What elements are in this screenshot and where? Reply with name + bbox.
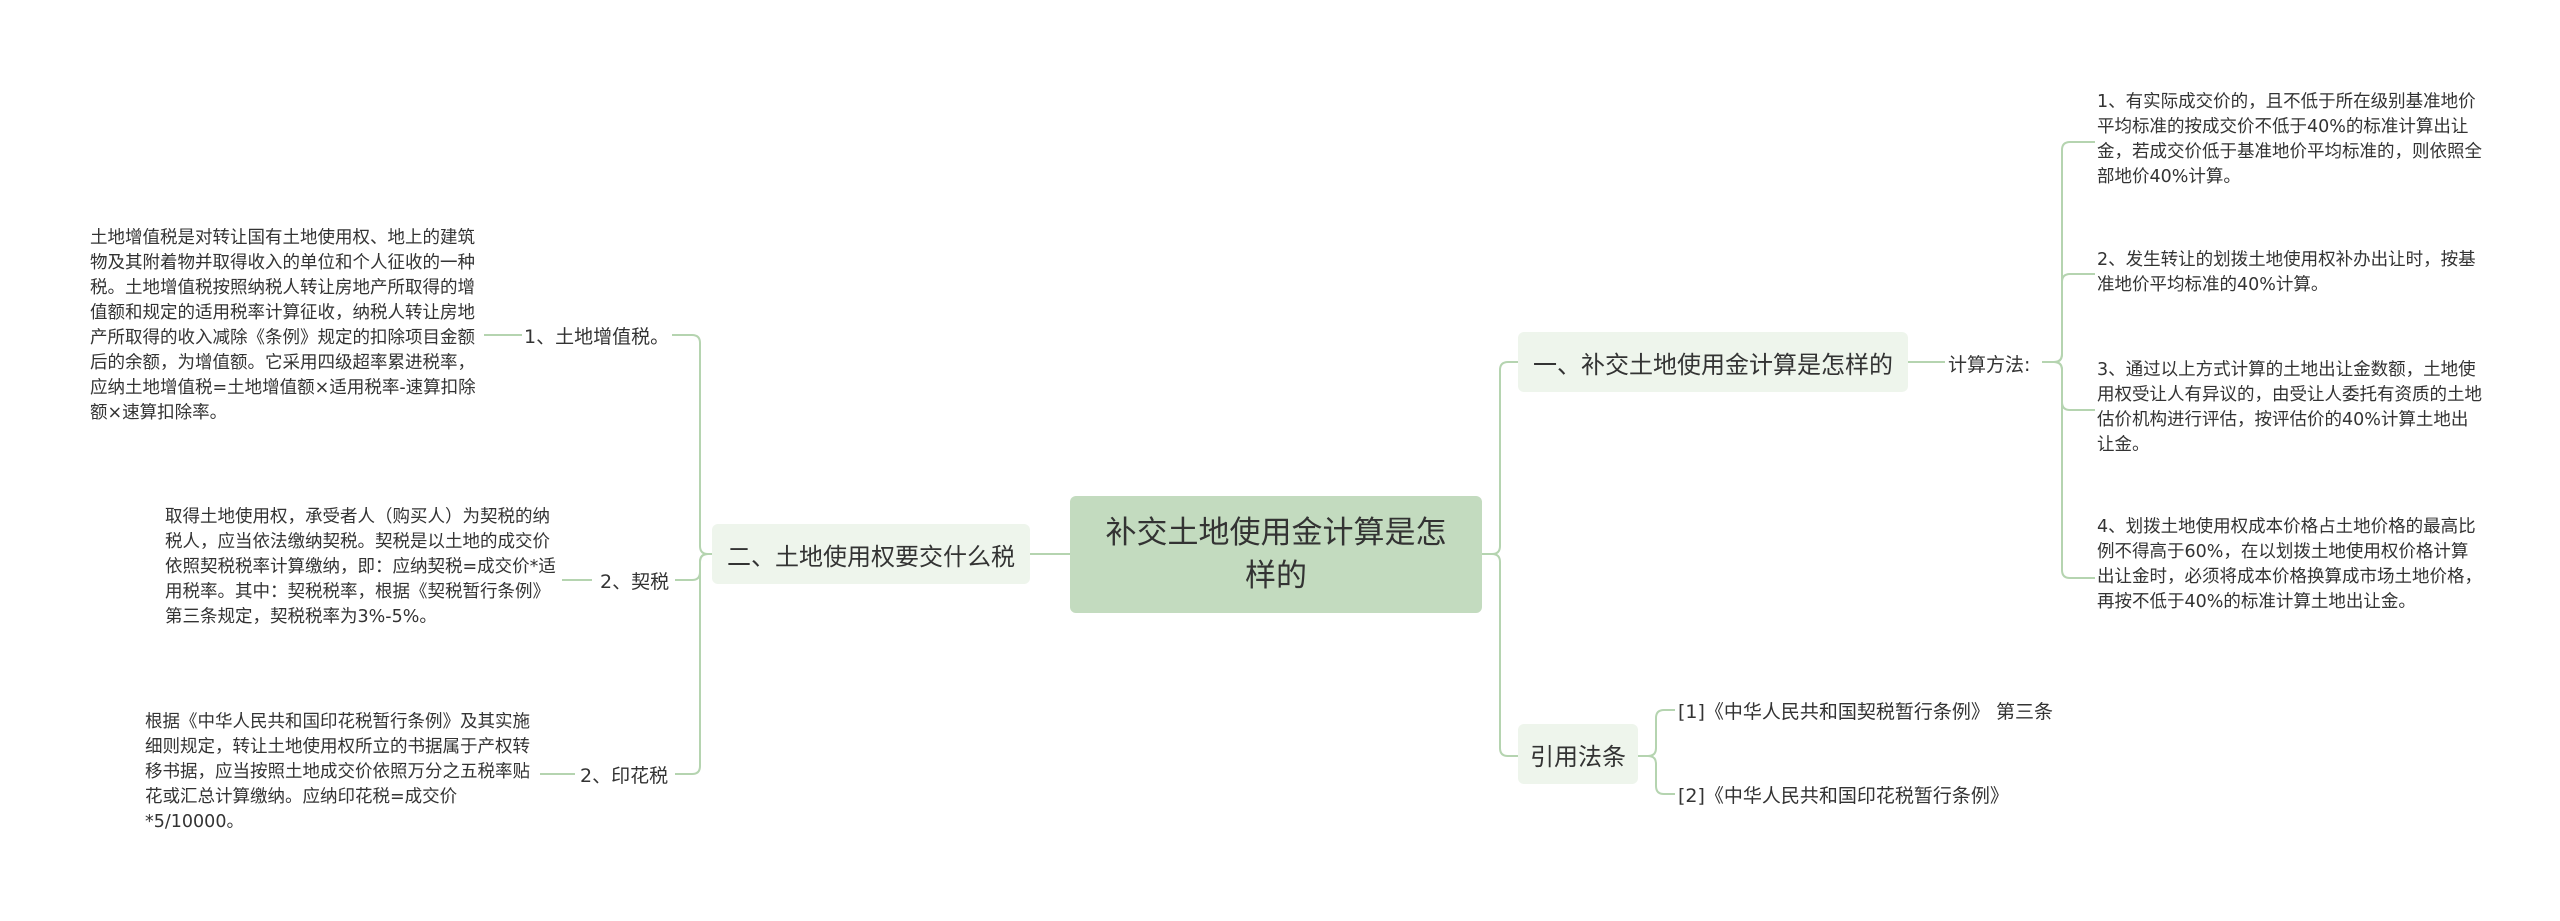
subtopic-land-value-tax-text: 1、土地增值税。 [524,326,670,348]
root-topic[interactable]: 补交土地使用金计算是怎样的 [1070,496,1482,613]
leaf-method-3-text: 3、通过以上方式计算的土地出让金数额，土地使用权受让人有异议的，由受让人委托有资… [2097,360,2482,455]
root-topic-text: 补交土地使用金计算是怎样的 [1105,514,1447,594]
leaf-reference-2-text: [2]《中华人民共和国印花税暂行条例》 [1678,785,2009,807]
branch-topic-references-text: 引用法条 [1530,742,1626,771]
leaf-method-2-text: 2、发生转让的划拨土地使用权补办出让时，按基准地价平均标准的40%计算。 [2097,250,2476,295]
leaf-reference-1[interactable]: [1]《中华人民共和国契税暂行条例》 第三条 [1678,697,2053,724]
leaf-land-value-tax[interactable]: 土地增值税是对转让国有土地使用权、地上的建筑物及其附着物并取得收入的单位和个人征… [90,226,482,426]
edge-method-item2 [2042,273,2095,363]
leaf-method-1-text: 1、有实际成交价的，且不低于所在级别基准地价平均标准的按成交价不低于40%的标准… [2097,92,2482,187]
edge-method-item3 [2042,361,2095,411]
branch-topic-land-fee-text: 一、补交土地使用金计算是怎样的 [1533,350,1893,379]
leaf-reference-2[interactable]: [2]《中华人民共和国印花税暂行条例》 [1678,781,2009,808]
edge-branch2-ref2 [1638,755,1675,795]
branch-topic-land-fee[interactable]: 一、补交土地使用金计算是怎样的 [1518,332,1908,392]
branch-topic-land-tax-text: 二、土地使用权要交什么税 [727,542,1015,571]
edge-left-sub2 [675,553,712,581]
leaf-land-value-tax-text: 土地增值税是对转让国有土地使用权、地上的建筑物及其附着物并取得收入的单位和个人征… [90,228,476,423]
edge-left-sub3 [675,553,712,775]
subtopic-stamp-tax[interactable]: 2、印花税 [580,761,668,788]
subtopic-stamp-tax-text: 2、印花税 [580,765,669,787]
subtopic-calc-method[interactable]: 计算方法: [1948,350,2030,377]
leaf-method-3[interactable]: 3、通过以上方式计算的土地出让金数额，土地使用权受让人有异议的，由受让人委托有资… [2097,358,2482,458]
subtopic-deed-tax-text: 2、契税 [600,571,670,593]
edge-method-item1 [2042,141,2095,363]
leaf-deed-tax-text: 取得土地使用权，承受者人（购买人）为契税的纳税人，应当依法缴纳契税。契税是以土地… [165,507,556,627]
subtopic-deed-tax[interactable]: 2、契税 [600,567,669,594]
edge-root-branch2 [1482,553,1518,757]
leaf-stamp-tax[interactable]: 根据《中华人民共和国印花税暂行条例》及其实施细则规定，转让土地使用权所立的书据属… [145,710,537,835]
leaf-method-2[interactable]: 2、发生转让的划拨土地使用权补办出让时，按基准地价平均标准的40%计算。 [2097,248,2482,298]
leaf-method-4[interactable]: 4、划拨土地使用权成本价格占土地价格的最高比例不得高于60%，在以划拨土地使用权… [2097,515,2482,615]
subtopic-land-value-tax[interactable]: 1、土地增值税。 [524,322,669,349]
edge-method-item4 [2042,361,2095,579]
edge-branch2-ref1 [1638,709,1675,757]
branch-topic-land-tax[interactable]: 二、土地使用权要交什么税 [712,524,1030,584]
leaf-reference-1-text: [1]《中华人民共和国契税暂行条例》 第三条 [1678,701,2053,723]
edge-left-sub1 [672,334,712,555]
leaf-deed-tax[interactable]: 取得土地使用权，承受者人（购买人）为契税的纳税人，应当依法缴纳契税。契税是以土地… [165,505,557,630]
leaf-stamp-tax-text: 根据《中华人民共和国印花税暂行条例》及其实施细则规定，转让土地使用权所立的书据属… [145,712,530,832]
leaf-method-4-text: 4、划拨土地使用权成本价格占土地价格的最高比例不得高于60%，在以划拨土地使用权… [2097,517,2482,612]
leaf-method-1[interactable]: 1、有实际成交价的，且不低于所在级别基准地价平均标准的按成交价不低于40%的标准… [2097,90,2482,190]
branch-topic-references[interactable]: 引用法条 [1518,724,1638,784]
edge-root-branch1 [1482,361,1518,555]
subtopic-calc-method-text: 计算方法: [1948,354,2031,376]
